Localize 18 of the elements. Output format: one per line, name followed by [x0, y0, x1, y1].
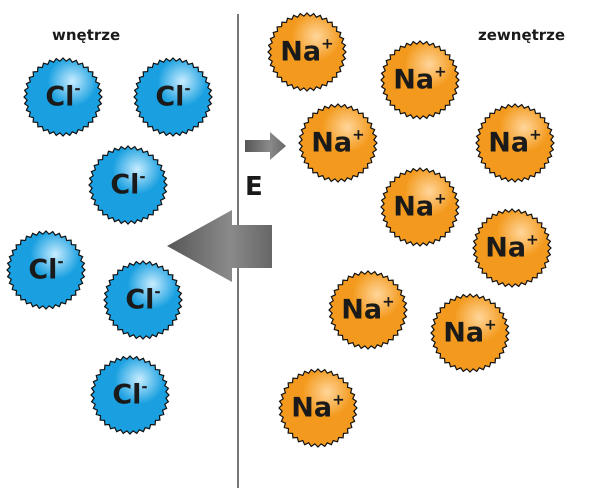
- ion-symbol: Cl$^{-}$: [110, 172, 146, 198]
- ion-symbol: Cl$^{-}$: [112, 382, 148, 408]
- ion-symbol: Cl$^{-}$: [28, 256, 64, 284]
- ion-symbol: Na$^{+}$: [393, 66, 447, 94]
- ion-symbol: Na$^{+}$: [291, 394, 345, 422]
- ion-symbol: Na$^{+}$: [341, 296, 395, 324]
- ion-symbol: Na$^{+}$: [311, 130, 365, 156]
- ion-symbol: Na$^{+}$: [393, 194, 447, 220]
- ion-symbol: Cl$^{-}$: [45, 84, 81, 110]
- ion-symbol: Na$^{+}$: [488, 130, 542, 156]
- ion-symbol: Na$^{+}$: [485, 234, 539, 262]
- field-label: E: [245, 172, 263, 202]
- region-label: wnętrze: [52, 26, 120, 44]
- region-label: zewnętrze: [478, 26, 566, 44]
- ion-symbol: Na$^{+}$: [280, 38, 334, 66]
- ion-symbol: Cl$^{-}$: [155, 84, 191, 110]
- ion-symbol: Na$^{+}$: [443, 320, 497, 346]
- ion-symbol: Cl$^{-}$: [125, 286, 161, 314]
